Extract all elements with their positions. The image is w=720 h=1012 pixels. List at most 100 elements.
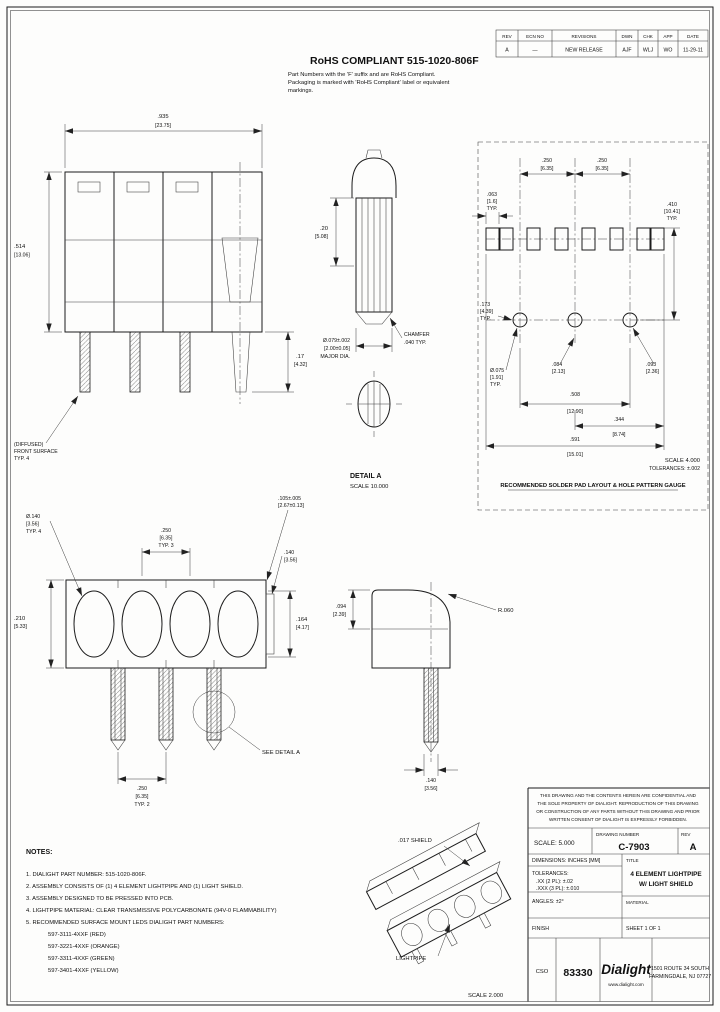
- tb-scale: SCALE: 5.000: [534, 840, 575, 847]
- tb-address-line2: FARMINGDALE, NJ 07727: [649, 974, 711, 980]
- ecn-col-header: ECN NO: [526, 34, 544, 39]
- tb-title-label: TITLE: [626, 858, 639, 863]
- dim-sidepin-in: .140: [426, 778, 436, 784]
- dim-dia-line1: Ø.079±.002: [323, 338, 350, 344]
- note-5d: 597-3401-4XXF (YELLOW): [48, 968, 119, 974]
- confidential-line2: THE SOLE PROPERTY OF DIALIGHT. REPRODUCT…: [537, 801, 699, 806]
- dim-lens-in: .164: [296, 617, 308, 623]
- tb-website: www.dialight.com: [608, 982, 644, 987]
- rev-col-header: REV: [502, 34, 512, 39]
- tb-title-line2: W/ LIGHT SHIELD: [639, 881, 693, 888]
- dim-591-in: .591: [570, 437, 580, 443]
- dim-dia-line2: [2.00±0.05]: [324, 346, 350, 352]
- dim-pad-width-mm: [1.6]: [487, 199, 498, 205]
- top-view: .935 [23.75] .514 [13.06] .17 [4.32] (DI…: [14, 114, 308, 462]
- rohs-line2: Packaging is marked with 'RoHS Compliant…: [288, 80, 450, 86]
- revisions-col-header: REVISIONS: [571, 34, 596, 39]
- note-5c: 597-3311-4XXF (GREEN): [48, 956, 115, 962]
- tb-tolerance-xx: .XX (2 PL): ±.02: [536, 879, 573, 885]
- notes-block: NOTES: 1. DIALIGHT PART NUMBER: 515-1020…: [26, 849, 277, 974]
- dwn-value: AJF: [622, 48, 631, 54]
- dim-step-mm: [2.39]: [333, 612, 347, 618]
- rev-value: A: [505, 48, 509, 54]
- tb-tolerances-heading: TOLERANCES:: [532, 871, 569, 877]
- dim-lead-in: .20: [320, 226, 328, 232]
- rohs-note: RoHS COMPLIANT 515-1020-806F Part Number…: [288, 55, 479, 94]
- dim-tab-in: .140: [284, 550, 294, 556]
- app-value: WO: [664, 48, 673, 54]
- dim-span-in: .410: [667, 202, 677, 208]
- tb-title-line1: 4 ELEMENT LIGHTPIPE: [630, 871, 702, 878]
- chk-col-header: CHK: [643, 34, 654, 39]
- dim-hole-in: Ø.075: [490, 368, 504, 374]
- side-view: .094 [2.39] R.060 .140 [3.56]: [333, 582, 513, 792]
- tb-cso: CSO: [536, 969, 549, 975]
- tb-material-label: MATERIAL: [626, 900, 649, 905]
- title-block: THIS DRAWING AND THE CONTENTS HEREIN ARE…: [527, 787, 711, 1002]
- confidential-line4: WRITTEN CONSENT OF DIALIGHT IS EXPRESSLY…: [549, 817, 687, 822]
- dim-hole-mm: [1.91]: [490, 375, 504, 381]
- rohs-line3: markings.: [288, 88, 314, 94]
- rohs-line1: Part Numbers with the 'F' suffix and are…: [288, 72, 436, 78]
- dim-led-in: Ø.140: [26, 514, 40, 520]
- dim-edge-in: .093: [646, 362, 656, 368]
- revisions-value: NEW RELEASE: [565, 48, 603, 54]
- pad-layout-title: RECOMMENDED SOLDER PAD LAYOUT & HOLE PAT…: [500, 483, 685, 489]
- drawing-number-label: DRAWING NUMBER: [596, 832, 640, 837]
- dim-pitch1-mm: [6.35]: [541, 166, 555, 172]
- dim-height-mm: [13.06]: [14, 253, 30, 259]
- dim-508-mm: [12.90]: [567, 409, 583, 415]
- dim-height-front-mm: [5.33]: [14, 624, 28, 630]
- surface-callout-line3: TYP. 4: [14, 456, 29, 462]
- dim-lead-mm: [5.08]: [315, 234, 329, 240]
- tb-dimensions: DIMENSIONS: INCHES [MM]: [532, 858, 601, 864]
- tb-tolerance-xxx: .XXX (3 PL): ±.010: [536, 886, 579, 892]
- tb-finish-label: FINISH: [532, 926, 549, 932]
- dim-pitch2-in: .250: [597, 158, 607, 164]
- drawing-number: C-7903: [618, 842, 649, 853]
- sheet-border: [6, 6, 714, 1006]
- dim-pitch1-in: .250: [542, 158, 552, 164]
- pad-layout-scale: SCALE 4.000: [665, 458, 700, 464]
- rohs-title: RoHS COMPLIANT 515-1020-806F: [310, 55, 479, 67]
- front-view: Ø.140 [3.56] TYP. 4 .250 [6.35] TYP. 3 .…: [14, 496, 310, 808]
- surface-callout-line1: (DIFFUSED): [14, 442, 44, 448]
- dim-591-mm: [15.01]: [567, 452, 583, 458]
- dim-pin-mm: [4.32]: [294, 362, 308, 368]
- dwn-col-header: DWN: [622, 34, 633, 39]
- dim-elempitch-typ: TYP. 3: [158, 543, 173, 549]
- dim-span-mm: [10.41]: [664, 209, 680, 215]
- note-5: 5. RECOMMENDED SURFACE MOUNT LEDS DIALIG…: [26, 920, 225, 926]
- date-col-header: DATE: [687, 34, 699, 39]
- lightpipe-callout: LIGHTPIPE: [396, 956, 426, 962]
- dim-height-in: .514: [14, 244, 26, 250]
- dim-step-in: .094: [336, 604, 346, 610]
- note-4: 4. LIGHTPIPE MATERIAL: CLEAR TRANSMISSIV…: [26, 908, 277, 914]
- tb-angles: ANGLES: ±2°: [532, 899, 564, 905]
- iso-scale: SCALE 2.000: [468, 993, 503, 999]
- dim-lens-mm: [4.17]: [296, 625, 310, 631]
- tb-rev: A: [690, 842, 697, 853]
- tb-address-line1: 1501 ROUTE 34 SOUTH: [651, 966, 709, 972]
- chamfer-callout-line1: CHAMFER: [404, 332, 430, 338]
- detail-a-view: .20 [5.08] Ø.079±.002 [2.00±0.05] MAJOR …: [315, 149, 430, 490]
- notes-heading: NOTES:: [26, 849, 52, 856]
- chk-value: WLJ: [643, 48, 654, 54]
- note-2: 2. ASSEMBLY CONSISTS OF (1) 4 ELEMENT LI…: [26, 884, 243, 890]
- tb-rev-label: REV: [681, 832, 691, 837]
- dim-led-typ: TYP. 4: [26, 529, 41, 535]
- dim-pinpitch-typ: TYP. 2: [134, 802, 149, 808]
- dim-width-in: .935: [157, 114, 168, 120]
- dim-width-mm: [23.75]: [155, 123, 171, 129]
- dim-dia-line3: MAJOR DIA.: [320, 354, 350, 360]
- dim-508-in: .508: [570, 392, 580, 398]
- confidential-line3: OR CONSTRUCTION OF ANY PARTS WITHOUT THI…: [536, 809, 700, 814]
- tb-cage-code: 83330: [563, 967, 592, 979]
- see-detail-a-label: SEE DETAIL A: [262, 750, 300, 756]
- dim-height-front-in: .210: [14, 616, 25, 622]
- dim-pin-in: .17: [296, 354, 304, 360]
- dim-radius: R.060: [498, 608, 513, 614]
- date-value: 11-29-11: [683, 48, 703, 54]
